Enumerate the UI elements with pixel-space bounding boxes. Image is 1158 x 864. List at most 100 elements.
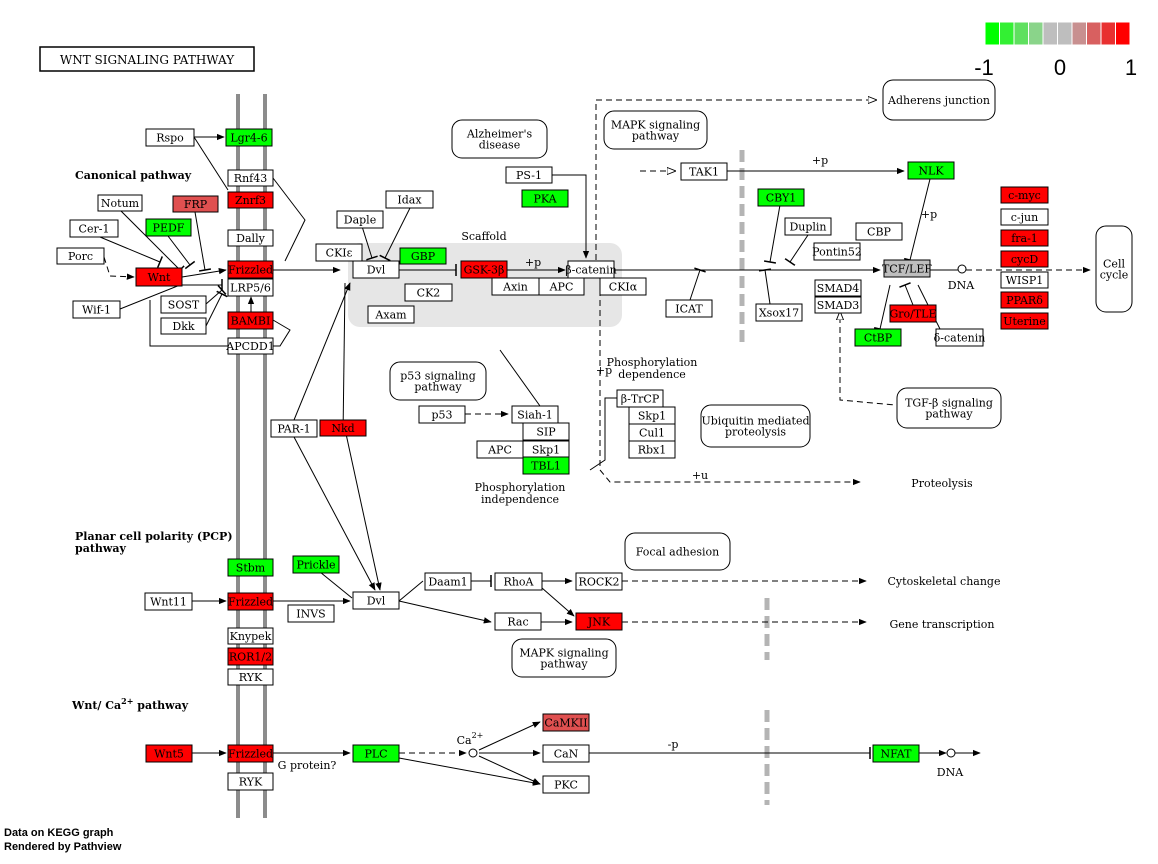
gene-box-pontin52[interactable] [813, 242, 861, 261]
gene-box-dkk[interactable] [160, 317, 207, 335]
gene-box-rac[interactable] [494, 612, 542, 631]
gene-box-can[interactable] [542, 744, 590, 763]
gene-box-pedf[interactable] [145, 218, 192, 237]
gene-box-smad3[interactable] [814, 296, 862, 314]
pathway-ref-label: pathway [632, 130, 680, 143]
gene-box-p53[interactable] [418, 405, 466, 424]
gene-box-pka[interactable] [521, 189, 569, 208]
gene-box-duplin[interactable] [784, 217, 832, 236]
gene-box-par1[interactable] [270, 419, 318, 438]
gene-box-nfat[interactable] [872, 744, 920, 763]
pathway-ref-box[interactable] [882, 79, 996, 121]
gene-box-wif1[interactable] [72, 300, 121, 319]
gene-box-gbp[interactable] [399, 247, 447, 265]
gene-box-tbl1[interactable] [522, 456, 570, 475]
gene-box-ckia[interactable] [599, 277, 647, 296]
gene-box-nlk[interactable] [907, 161, 955, 180]
pathway-references: Adherens junctionAlzheimer'sdiseaseMAPK … [389, 79, 1133, 678]
gene-box-knypek[interactable] [227, 627, 274, 645]
gene-box-rbx1[interactable] [628, 440, 676, 459]
gene-box-dally[interactable] [227, 229, 274, 247]
gene-box-stbm[interactable] [227, 558, 274, 577]
gene-box-fra1[interactable] [1000, 229, 1049, 247]
pathway-ref-box[interactable] [389, 361, 487, 401]
gene-box-wisp1[interactable] [1000, 271, 1049, 289]
pathway-edge [119, 209, 185, 275]
gene-box-dvl2[interactable] [352, 591, 400, 610]
gene-box-daam1[interactable] [424, 572, 472, 591]
gene-box-daple[interactable] [336, 210, 384, 229]
gene-box-cbp[interactable] [855, 222, 903, 241]
gene-box-grotle[interactable] [889, 304, 937, 323]
gene-box-ppard[interactable] [1000, 291, 1049, 309]
gene-box-idax[interactable] [385, 190, 434, 209]
gene-box-porc[interactable] [56, 247, 105, 265]
gene-box-prickle[interactable] [292, 555, 340, 574]
gene-box-notum[interactable] [97, 194, 143, 212]
gene-box-tak1[interactable] [680, 162, 728, 181]
pathway-ref-label: Alzheimer's [466, 128, 533, 141]
gene-box-jnk[interactable] [575, 612, 623, 631]
gene-box-smad4[interactable] [814, 279, 862, 297]
gene-label: NFAT [881, 748, 913, 761]
gene-box-invs[interactable] [287, 604, 335, 623]
pathway-ref-box[interactable] [511, 638, 617, 678]
gene-box-cycd[interactable] [1000, 250, 1049, 268]
gene-box-wnt[interactable] [135, 267, 183, 287]
gene-box-ckie[interactable] [315, 243, 363, 262]
gene-box-uterine[interactable] [1000, 312, 1049, 330]
gene-box-bambi[interactable] [227, 311, 274, 330]
gene-box-rspo[interactable] [145, 128, 195, 147]
gene-box-wnt5[interactable] [145, 744, 193, 763]
gene-box-plc[interactable] [352, 744, 400, 763]
gene-box-cby1[interactable] [757, 188, 805, 207]
gene-box-camkii[interactable] [542, 713, 590, 732]
gene-box-cer1[interactable] [69, 219, 119, 238]
gene-label: p53 [431, 409, 452, 422]
gene-box-ck2[interactable] [404, 283, 453, 302]
gene-box-lgr46[interactable] [225, 128, 273, 147]
gene-box-ctbp[interactable] [854, 328, 902, 347]
gene-box-apc1[interactable] [538, 277, 585, 296]
gene-box-dcatenin[interactable] [935, 328, 984, 347]
gene-box-sost[interactable] [160, 295, 207, 314]
gene-box-ryk2[interactable] [227, 772, 274, 791]
gene-box-frp[interactable] [172, 195, 219, 213]
gene-box-znrf3[interactable] [227, 191, 274, 209]
gene-box-cmyc[interactable] [1000, 186, 1049, 204]
gene-box-dvl1[interactable] [352, 260, 400, 279]
gene-box-frizzled2[interactable] [227, 592, 274, 611]
gene-box-axam[interactable] [367, 305, 415, 324]
gene-box-apcdd1[interactable] [227, 337, 274, 355]
gene-box-rnf43[interactable] [227, 169, 274, 187]
pathway-ref-box[interactable] [1095, 225, 1133, 313]
gene-box-ps1[interactable] [505, 166, 553, 184]
dna-label-2: DNA [937, 766, 964, 779]
gene-box-pkc[interactable] [542, 775, 590, 794]
pathway-ref-box[interactable] [603, 110, 708, 150]
pathway-ref-box[interactable] [451, 119, 548, 159]
pathway-ref-box[interactable] [624, 532, 731, 571]
pathway-ref-box[interactable] [700, 404, 811, 448]
gene-box-tcflef[interactable] [883, 259, 931, 278]
pathway-edge [205, 290, 228, 327]
gene-box-ryk1[interactable] [227, 668, 274, 686]
gene-box-xsox17[interactable] [755, 303, 803, 322]
pathway-ref-label: pathway [414, 381, 462, 394]
gene-box-frizzled3[interactable] [227, 744, 274, 763]
gene-box-bcatenin1[interactable] [567, 260, 615, 279]
gene-box-sip[interactable] [522, 422, 570, 441]
gene-box-rock2[interactable] [575, 572, 623, 591]
gene-box-icat[interactable] [665, 299, 713, 318]
gene-box-nkd[interactable] [319, 419, 367, 437]
pathway-ref-box[interactable] [896, 387, 1002, 429]
gene-box-gsk3b[interactable] [460, 260, 508, 279]
gene-box-frizzled1[interactable] [227, 260, 274, 279]
gene-label: Wnt11 [150, 596, 187, 609]
gene-box-lrp56[interactable] [227, 278, 274, 297]
gene-box-wnt11[interactable] [144, 592, 193, 611]
gene-box-ror12[interactable] [227, 647, 274, 666]
gene-box-cjun[interactable] [1000, 208, 1049, 226]
pathway-ref-label: MAPK signaling [611, 119, 700, 132]
gene-box-rhoa[interactable] [494, 572, 543, 591]
